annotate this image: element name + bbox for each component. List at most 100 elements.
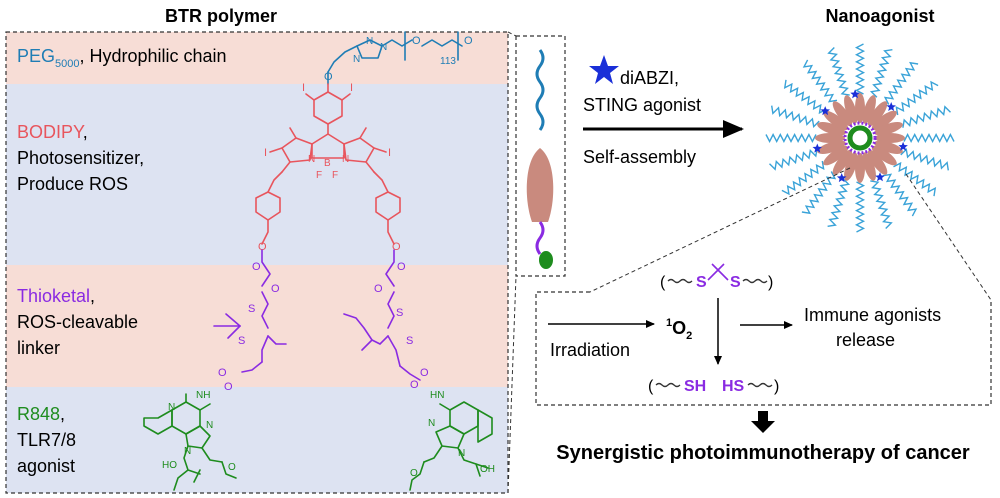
bodipy-atom-n-l: N	[308, 154, 315, 165]
singlet-oxygen-o: O	[672, 318, 686, 338]
connector-top	[507, 31, 517, 37]
thiol-product-wave-left	[655, 382, 681, 388]
zoom-line-right	[905, 173, 992, 301]
micelle-peg-tail	[827, 47, 850, 96]
r848-line2: agonist	[17, 456, 75, 476]
r848-left-atom-n3: N	[184, 446, 191, 457]
micelle-peg-tail	[783, 79, 827, 115]
thioketal-reactant-lparen: (	[660, 274, 666, 291]
conclusion-block: Synergistic photoimmunotherapy of cancer	[556, 411, 970, 464]
bodipy-atom-f2: F	[332, 170, 338, 181]
micelle-star-icon	[875, 172, 885, 182]
bodipy-line1: Photosensitizer,	[17, 148, 144, 168]
micelle-r848-core	[847, 125, 873, 151]
connector-bottom	[507, 275, 517, 494]
bodipy-atom-n-r: N	[342, 154, 349, 165]
bodipy-name: BODIPY	[17, 122, 85, 142]
bodipy-atom-i-top-r: I	[350, 82, 353, 94]
micelle-bodipy-segment	[815, 133, 845, 143]
micelle-bodipy-segment	[817, 140, 846, 154]
bodipy-atom-o-r: O	[392, 241, 401, 253]
conclusion-arrow-icon	[751, 411, 775, 433]
thio-atom-s1: S	[248, 303, 255, 315]
bodipy-atom-i-top-l: I	[302, 82, 305, 94]
irradiation-label: Irradiation	[550, 340, 630, 360]
peg-name: PEG	[17, 46, 55, 66]
thio-atom-o6: O	[224, 381, 233, 393]
thio-atom-o7: O	[420, 367, 429, 379]
micelle-bodipy-segment	[855, 153, 865, 183]
micelle-bodipy-segment	[823, 145, 849, 166]
thioketal-structure	[213, 249, 421, 381]
thioketal-reactant-s1: S	[696, 274, 707, 291]
thiol-product-wave-right	[747, 382, 773, 388]
micelle-peg-tail	[900, 147, 949, 171]
bodipy-band	[6, 84, 508, 265]
thioketal-name: Thioketal	[17, 286, 90, 306]
btr-polymer-panel: BTR polymer PEG5000, Hydrophilic chain B…	[5, 6, 509, 494]
thiol-product-rparen: )	[774, 378, 779, 395]
micelle-peg-tail	[781, 160, 825, 196]
bodipy-line2: Produce ROS	[17, 174, 128, 194]
r848-left-atom-n1: N	[168, 402, 175, 413]
thio-atom-o5: O	[218, 367, 227, 379]
micelle-peg-tail	[870, 180, 893, 229]
thioketal-line2: linker	[17, 338, 60, 358]
thioketal-reactant-s2: S	[730, 274, 741, 291]
thio-atom-o1: O	[397, 261, 406, 273]
zoom-line-left	[589, 167, 851, 293]
assembly-step: diABZI, STING agonist Self-assembly	[583, 55, 744, 167]
micelle-peg-tail	[893, 161, 937, 197]
star-icon	[589, 55, 619, 84]
peg-atom-o2: O	[412, 35, 421, 47]
micelle-peg-tail	[869, 49, 893, 98]
r848-structure-left	[143, 393, 237, 491]
nanoagonist-title: Nanoagonist	[825, 6, 934, 26]
r848-left-atom-o: O	[228, 462, 236, 473]
micelle-bodipy-segment	[862, 152, 876, 181]
thioketal-reactant-rparen: )	[768, 274, 773, 291]
peg-atom-n2: N	[353, 54, 360, 65]
micelle-star-icon	[812, 143, 822, 153]
r848-label: R848,	[17, 404, 65, 424]
thio-atom-s4: S	[406, 335, 413, 347]
micelle-bodipy-segment	[844, 95, 858, 124]
micelle-star-icon	[850, 89, 860, 99]
thioketal-label: Thioketal,	[17, 286, 95, 306]
thioketal-comma: ,	[90, 286, 95, 306]
r848-right-atom-n1: N	[428, 418, 435, 429]
conclusion-text: Synergistic photoimmunotherapy of cancer	[556, 442, 970, 464]
micelle-bodipy-segment	[875, 133, 905, 143]
r848-segment	[539, 251, 553, 269]
bodipy-segment	[526, 148, 554, 222]
r848-name: R848	[17, 404, 60, 424]
micelle-peg-tail	[802, 59, 838, 103]
thio-atom-o3: O	[374, 283, 383, 295]
micelle-peg-tail	[801, 171, 837, 215]
micelle-bodipy-segment	[874, 122, 903, 136]
micelle-peg-tail	[854, 181, 866, 233]
peg-desc: , Hydrophilic chain	[80, 46, 227, 66]
micelle-peg-tail	[827, 178, 851, 227]
thioketal-reactant-bridge	[707, 263, 729, 281]
btr-polymer-title: BTR polymer	[165, 6, 277, 26]
peg-repeat-count: 113	[440, 56, 456, 67]
micelle-peg-tail	[771, 105, 820, 129]
micelle-star-icon	[836, 173, 847, 183]
micelle-bodipy-segment	[832, 101, 853, 127]
peg-atom-o3: O	[464, 35, 473, 47]
mechanism-box: ( S S ) Irradiation 1O2 Immune agonists …	[535, 263, 992, 406]
thioketal-line1: ROS-cleavable	[17, 312, 138, 332]
peg-structure	[327, 31, 463, 85]
micelle-bodipy-segment	[867, 149, 888, 175]
r848-right-atom-hn: HN	[430, 390, 444, 401]
micelle-peg-tail	[895, 80, 939, 116]
agonist-desc: STING agonist	[583, 95, 701, 115]
bodipy-atom-b: B	[324, 158, 331, 169]
micelle-thioketal-ring	[843, 121, 877, 155]
agonist-name: diABZI,	[620, 68, 679, 88]
thiol-product-lparen: (	[648, 378, 654, 395]
polymer-schematic-box	[515, 35, 566, 277]
peg-band	[6, 32, 508, 84]
